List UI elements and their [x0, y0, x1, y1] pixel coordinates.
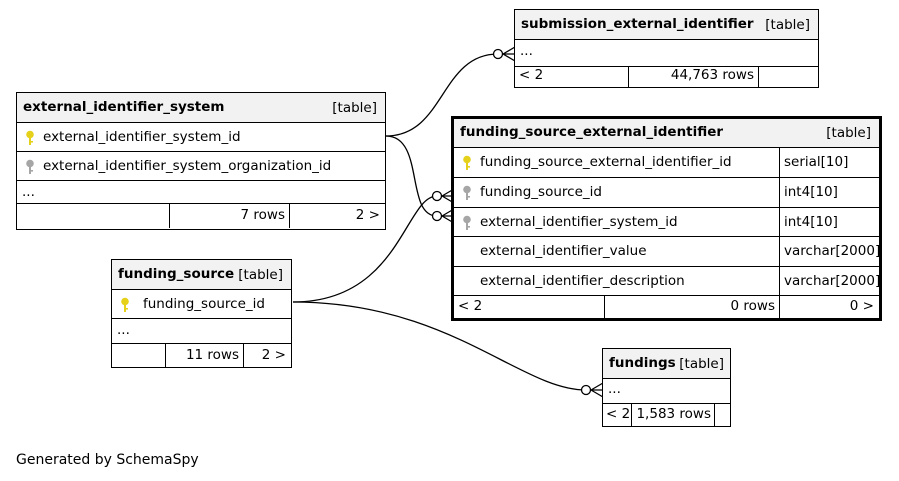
column-row[interactable]: external_identifier_system_organization_… — [17, 152, 385, 181]
table-footer: < 2 1,583 rows — [603, 404, 730, 426]
edge-fs-to-fsei — [292, 195, 438, 303]
children-link[interactable] — [714, 404, 730, 426]
table-name: fundings — [609, 355, 676, 371]
children-link[interactable]: 0 > — [779, 296, 879, 320]
column-type: varchar[2000] — [779, 237, 880, 266]
table-footer: 11 rows 2 > — [112, 344, 291, 368]
table-header: funding_source [table] — [112, 260, 291, 290]
table-external-identifier-system[interactable]: external_identifier_system [table] exter… — [16, 92, 386, 230]
column-ellipsis: ... — [603, 379, 730, 404]
column-type: int4[10] — [779, 208, 879, 236]
crowfoot-fundings — [590, 382, 604, 398]
table-kind: [table] — [679, 356, 724, 372]
column-type: int4[10] — [779, 178, 879, 207]
column-ellipsis: ... — [112, 319, 291, 344]
optional-marker-fsei-eis — [431, 210, 443, 222]
column-row[interactable]: funding_source_id int4[10] — [454, 178, 879, 208]
table-header: submission_external_identifier [table] — [515, 10, 818, 40]
column-row[interactable]: funding_source_external_identifier_id se… — [454, 148, 879, 178]
children-link[interactable]: 2 > — [243, 344, 291, 368]
index-key-icon — [26, 159, 34, 174]
table-header: external_identifier_system [table] — [17, 93, 385, 123]
column-name: funding_source_id — [143, 296, 265, 312]
table-footer: < 2 0 rows 0 > — [454, 296, 879, 320]
table-footer: 7 rows 2 > — [17, 204, 385, 228]
optional-marker-fundings — [580, 384, 592, 396]
table-submission-external-identifier[interactable]: submission_external_identifier [table] .… — [514, 9, 819, 88]
column-name: external_identifier_system_id — [43, 129, 241, 145]
column-name: funding_source_external_identifier_id — [480, 154, 732, 170]
column-row[interactable]: funding_source_id — [112, 290, 291, 319]
table-name: funding_source — [118, 266, 235, 282]
optional-marker-submission — [492, 48, 504, 60]
children-link[interactable] — [758, 67, 818, 87]
table-header: fundings [table] — [603, 349, 730, 379]
table-name: submission_external_identifier — [521, 16, 754, 32]
table-name: external_identifier_system — [23, 99, 225, 115]
parents-link[interactable]: < 2 — [606, 406, 631, 422]
column-name: external_identifier_description — [480, 273, 685, 289]
column-row[interactable]: external_identifier_description varchar[… — [454, 267, 880, 296]
table-name: funding_source_external_identifier — [460, 124, 724, 140]
table-fundings[interactable]: fundings [table] ... < 2 1,583 rows — [602, 348, 731, 427]
column-name: external_identifier_system_id — [480, 214, 678, 230]
crowfoot-submission — [502, 46, 516, 62]
parents-link[interactable]: < 2 — [458, 298, 483, 314]
column-name: funding_source_id — [480, 184, 602, 200]
primary-key-icon — [26, 130, 34, 145]
column-type: varchar[2000] — [779, 267, 880, 295]
column-name: external_identifier_value — [480, 243, 647, 259]
row-count: 44,763 rows — [628, 67, 758, 87]
column-name: external_identifier_system_organization_… — [43, 158, 332, 174]
generated-by-credit: Generated by SchemaSpy — [16, 452, 199, 468]
index-key-icon — [463, 215, 471, 230]
row-count: 1,583 rows — [631, 404, 714, 426]
table-kind: [table] — [332, 100, 377, 116]
table-header: funding_source_external_identifier [tabl… — [454, 119, 879, 148]
row-count: 0 rows — [604, 296, 779, 320]
index-key-icon — [463, 185, 471, 200]
edge-eis-to-submission — [385, 53, 499, 137]
column-type: serial[10] — [779, 148, 879, 177]
table-kind: [table] — [238, 267, 283, 283]
primary-key-icon — [121, 297, 129, 312]
column-row[interactable]: external_identifier_system_id — [17, 123, 385, 152]
row-count: 11 rows — [165, 344, 243, 368]
children-link[interactable]: 2 > — [289, 204, 385, 228]
edge-fs-to-fundings — [292, 301, 587, 391]
row-count: 7 rows — [169, 204, 289, 228]
table-funding-source-external-identifier[interactable]: funding_source_external_identifier [tabl… — [451, 116, 882, 321]
column-row[interactable]: external_identifier_value varchar[2000] — [454, 237, 880, 267]
table-funding-source[interactable]: funding_source [table] funding_source_id… — [111, 259, 292, 368]
primary-key-icon — [463, 155, 471, 170]
optional-marker-fsei-fs — [431, 190, 443, 202]
table-kind: [table] — [826, 125, 871, 141]
column-row[interactable]: external_identifier_system_id int4[10] — [454, 208, 879, 237]
table-footer: < 2 44,763 rows — [515, 67, 818, 87]
parents-link[interactable]: < 2 — [519, 67, 544, 83]
edge-eis-to-fsei — [385, 135, 438, 217]
column-ellipsis: ... — [17, 181, 385, 204]
table-kind: [table] — [765, 17, 810, 33]
column-ellipsis: ... — [515, 40, 818, 67]
